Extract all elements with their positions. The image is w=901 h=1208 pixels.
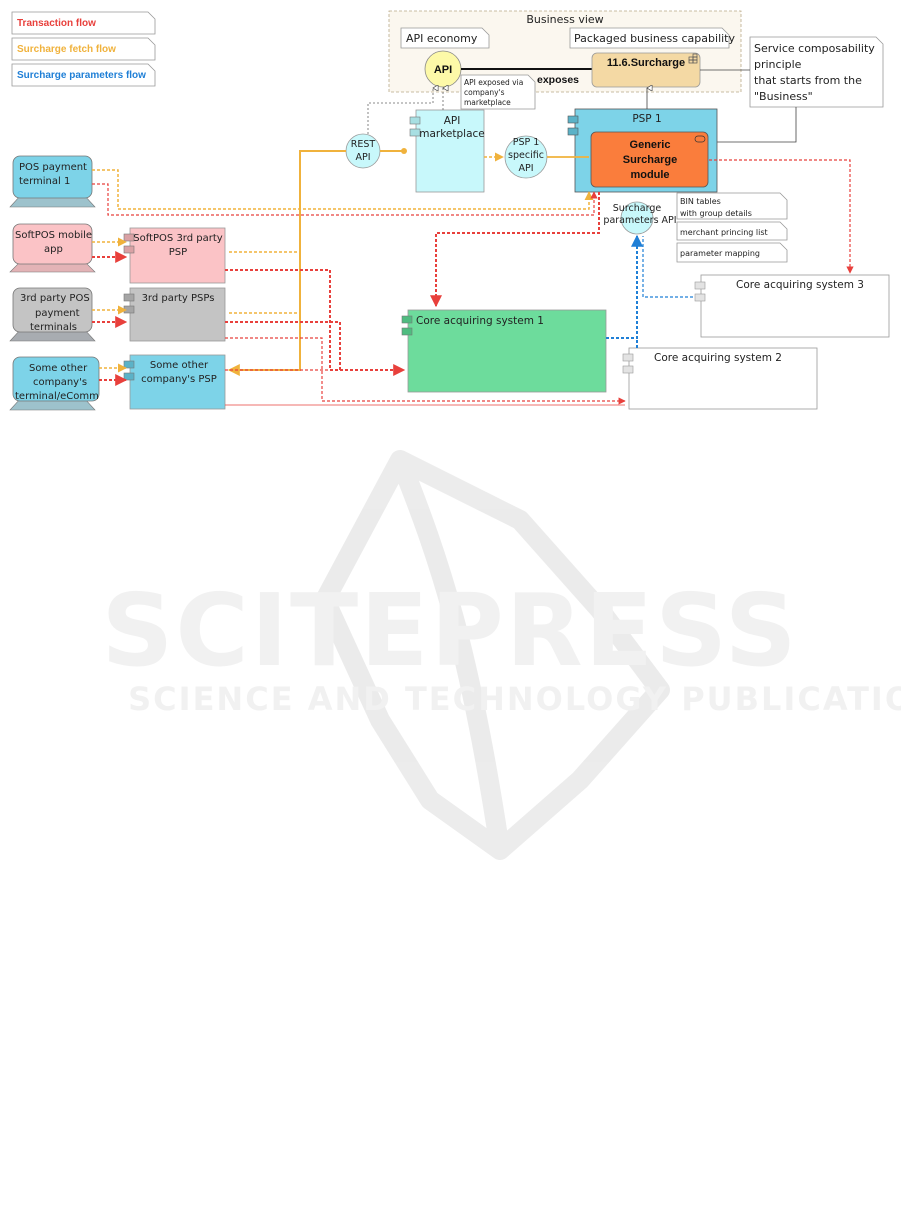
svg-text:with group details: with group details bbox=[680, 209, 752, 218]
svg-text:Core acquiring system 1: Core acquiring system 1 bbox=[416, 315, 544, 327]
svg-text:Core acquiring system 3: Core acquiring system 3 bbox=[736, 279, 864, 291]
parameter-mapping-note bbox=[676, 242, 788, 263]
pos-terminal-1[interactable]: POS payment terminal 1 bbox=[9, 155, 96, 208]
packaged-capability-label: Packaged business capability bbox=[569, 27, 735, 49]
svg-text:app: app bbox=[44, 244, 63, 255]
svg-text:Some other: Some other bbox=[29, 363, 88, 374]
svg-text:3rd party POS: 3rd party POS bbox=[20, 293, 90, 304]
svg-text:marketplace: marketplace bbox=[419, 128, 485, 140]
surcharge-capability-label: 11.6.Surcharge bbox=[607, 57, 685, 69]
svg-text:specific: specific bbox=[508, 150, 544, 161]
svg-text:3rd party PSPs: 3rd party PSPs bbox=[142, 293, 215, 304]
api-node-label: API bbox=[434, 64, 452, 76]
legend-fetch-flow: Surcharge fetch flow bbox=[11, 37, 156, 61]
svg-text:REST: REST bbox=[351, 139, 376, 150]
svg-text:merchant princing list: merchant princing list bbox=[680, 228, 768, 237]
psp1-specific-api-node[interactable]: PSP 1 specific API bbox=[504, 135, 548, 179]
api-note: API exposed via company's marketplace bbox=[460, 74, 536, 110]
parameter-notes: BIN tables with group details merchant p… bbox=[676, 192, 788, 263]
core-acquiring-system-2[interactable]: Core acquiring system 2 bbox=[622, 347, 818, 410]
svg-text:SoftPOS 3rd party: SoftPOS 3rd party bbox=[133, 233, 222, 244]
legend: Transaction flow Surcharge fetch flow Su… bbox=[11, 11, 156, 87]
surcharge-parameters-flow-connectors bbox=[606, 234, 693, 348]
capability-grid-icon bbox=[688, 53, 698, 64]
other-company-psp[interactable]: Some other company's PSP bbox=[123, 354, 226, 410]
svg-text:marketplace: marketplace bbox=[464, 98, 511, 107]
third-party-psps[interactable]: 3rd party PSPs bbox=[123, 287, 226, 342]
svg-text:Some other: Some other bbox=[150, 360, 209, 371]
surcharge-capability[interactable]: 11.6.Surcharge bbox=[591, 52, 701, 88]
merchant-pricing-note bbox=[676, 221, 788, 241]
svg-text:API: API bbox=[355, 152, 370, 163]
svg-text:parameters API: parameters API bbox=[603, 215, 676, 226]
svg-text:"Business": "Business" bbox=[754, 90, 813, 103]
surcharge-fetch-flow-connectors bbox=[92, 148, 594, 376]
exposes-label: exposes bbox=[537, 74, 579, 86]
svg-text:company's: company's bbox=[464, 88, 505, 97]
legend-transaction-flow: Transaction flow bbox=[11, 11, 156, 35]
svg-text:PSP: PSP bbox=[169, 247, 187, 258]
svg-text:Packaged business capability: Packaged business capability bbox=[574, 32, 735, 45]
legend-params-flow: Surcharge parameters flow bbox=[11, 63, 156, 87]
svg-text:API: API bbox=[444, 115, 461, 127]
business-view-title: Business view bbox=[526, 13, 603, 26]
svg-text:Generic: Generic bbox=[630, 139, 671, 151]
api-marketplace[interactable]: API marketplace bbox=[409, 109, 485, 193]
watermark-title: SCITEPRESS bbox=[101, 572, 798, 689]
svg-text:terminals: terminals bbox=[30, 322, 77, 333]
svg-text:SoftPOS mobile: SoftPOS mobile bbox=[15, 230, 92, 241]
softpos-mobile-app[interactable]: SoftPOS mobile app bbox=[9, 223, 96, 273]
svg-text:company's: company's bbox=[33, 377, 87, 388]
bin-tables-note bbox=[676, 192, 788, 220]
svg-text:POS payment: POS payment bbox=[19, 162, 87, 173]
principle-to-generic-line bbox=[709, 107, 797, 143]
svg-text:PSP 1: PSP 1 bbox=[513, 137, 540, 148]
watermark-subtitle: SCIENCE AND TECHNOLOGY PUBLICATIONS bbox=[128, 680, 901, 718]
api-node[interactable]: API bbox=[424, 50, 462, 88]
svg-text:terminal 1: terminal 1 bbox=[19, 176, 70, 187]
transaction-flow-connectors bbox=[92, 159, 854, 406]
svg-text:that starts from the: that starts from the bbox=[754, 74, 862, 87]
core-acquiring-system-1[interactable]: Core acquiring system 1 bbox=[401, 309, 607, 393]
svg-text:PSP 1: PSP 1 bbox=[632, 113, 661, 125]
realization-connectors bbox=[367, 88, 647, 134]
svg-text:principle: principle bbox=[754, 58, 802, 71]
svg-text:Surcharge: Surcharge bbox=[613, 203, 662, 214]
surcharge-parameters-api-node[interactable]: Surcharge parameters API bbox=[603, 201, 677, 235]
business-view-group: Business view API economy Packaged busin… bbox=[388, 10, 742, 110]
legend-transaction-label: Transaction flow bbox=[17, 18, 96, 29]
svg-text:Core acquiring system 2: Core acquiring system 2 bbox=[654, 352, 782, 364]
rest-api-node[interactable]: REST API bbox=[345, 133, 381, 169]
svg-text:terminal/eComm: terminal/eComm bbox=[15, 391, 99, 402]
svg-text:company's PSP: company's PSP bbox=[141, 374, 217, 385]
legend-fetch-label: Surcharge fetch flow bbox=[17, 44, 116, 55]
other-company-terminal[interactable]: Some other company's terminal/eComm bbox=[9, 356, 100, 411]
watermark-book-icon bbox=[315, 450, 670, 860]
svg-text:parameter mapping: parameter mapping bbox=[680, 249, 760, 258]
svg-text:API economy: API economy bbox=[406, 32, 478, 45]
core-acquiring-system-3[interactable]: Core acquiring system 3 bbox=[694, 274, 890, 338]
svg-text:module: module bbox=[630, 169, 669, 181]
api-economy-label: API economy bbox=[400, 27, 490, 49]
service-icon bbox=[694, 135, 706, 143]
legend-params-label: Surcharge parameters flow bbox=[17, 70, 146, 81]
softpos-3rd-party-psp[interactable]: SoftPOS 3rd party PSP bbox=[123, 227, 226, 284]
svg-text:API exposed via: API exposed via bbox=[464, 78, 523, 87]
third-party-pos-terminals[interactable]: 3rd party POS payment terminals bbox=[9, 287, 96, 342]
svg-text:Surcharge: Surcharge bbox=[623, 154, 677, 166]
watermark: SCITEPRESS SCIENCE AND TECHNOLOGY PUBLIC… bbox=[101, 450, 901, 860]
generic-surcharge-module[interactable]: Generic Surcharge module bbox=[590, 131, 709, 188]
principle-note: Service composability principle that sta… bbox=[749, 36, 884, 108]
svg-text:payment: payment bbox=[35, 308, 80, 319]
svg-text:BIN tables: BIN tables bbox=[680, 197, 721, 206]
svg-text:API: API bbox=[518, 163, 533, 174]
svg-text:Service composability: Service composability bbox=[754, 42, 875, 55]
